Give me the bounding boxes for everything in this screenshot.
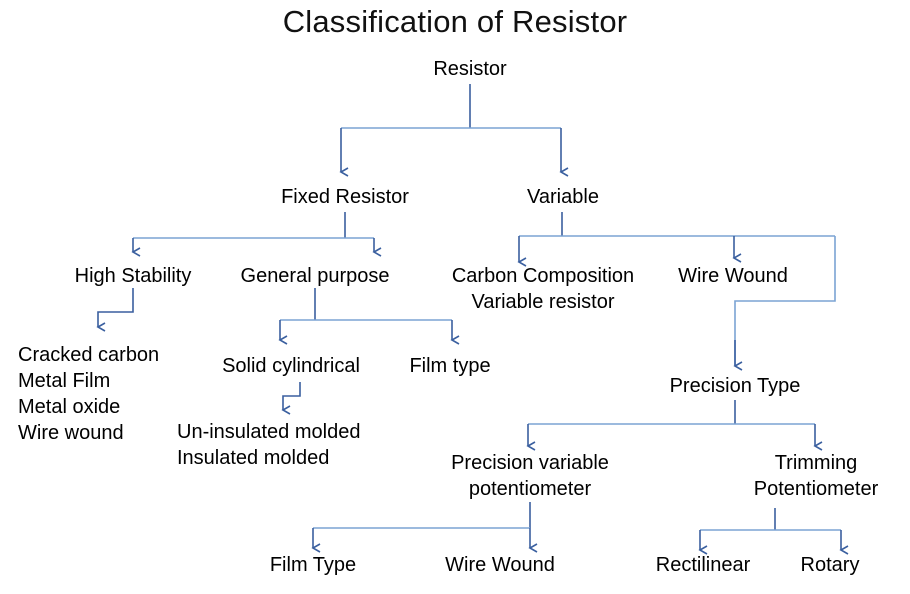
node-fixed-resistor[interactable]: Fixed Resistor bbox=[281, 186, 409, 208]
edge-highstability-step bbox=[96, 288, 134, 332]
node-carbon-composition-variable-resistor[interactable]: Carbon Composition Variable resistor bbox=[451, 265, 635, 313]
node-molded-types[interactable]: Un-insulated molded Insulated molded bbox=[177, 421, 361, 469]
page-title: Classification of Resistor bbox=[282, 4, 628, 39]
node-solid-cylindrical[interactable]: Solid cylindrical bbox=[222, 355, 360, 377]
node-precision-variable-potentiometer[interactable]: Precision variable potentiometer bbox=[451, 452, 609, 500]
node-variable[interactable]: Variable bbox=[527, 186, 599, 208]
node-film-type-2[interactable]: Film Type bbox=[269, 554, 357, 576]
node-rectilinear[interactable]: Rectilinear bbox=[655, 554, 751, 576]
node-rotary[interactable]: Rotary bbox=[800, 554, 860, 576]
node-high-stability-types[interactable]: Cracked carbon Metal Film Metal oxide Wi… bbox=[18, 344, 160, 444]
node-wire-wound-2[interactable]: Wire Wound bbox=[445, 554, 555, 576]
node-film-type[interactable]: Film type bbox=[409, 355, 491, 377]
node-precision-type[interactable]: Precision Type bbox=[669, 375, 801, 397]
edge-variable-to-precision bbox=[734, 236, 836, 365]
node-resistor[interactable]: Resistor bbox=[433, 58, 507, 80]
node-general-purpose[interactable]: General purpose bbox=[240, 265, 390, 287]
node-trimming-potentiometer[interactable]: Trimming Potentiometer bbox=[753, 452, 879, 500]
node-wire-wound[interactable]: Wire Wound bbox=[678, 265, 788, 287]
node-high-stability[interactable]: High Stability bbox=[74, 265, 192, 287]
edge-solid-step bbox=[281, 382, 301, 415]
